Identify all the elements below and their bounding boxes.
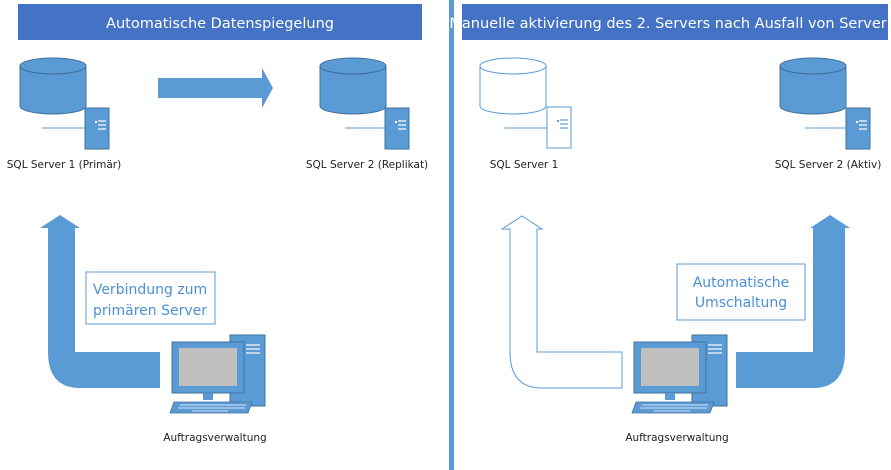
- failed-database-icon: [479, 57, 547, 115]
- server1-primary-label: SQL Server 1 (Primär): [7, 159, 121, 171]
- client-label: Auftragsverwaltung: [163, 432, 266, 444]
- switchover-note-line1: Automatische: [693, 275, 790, 291]
- client-computer-icon: [631, 334, 728, 414]
- switchover-note-line2: Umschaltung: [695, 295, 787, 311]
- server2-active-label: SQL Server 2 (Aktiv): [775, 159, 882, 171]
- client-computer-icon: [169, 334, 266, 414]
- connection-note-line2: primären Server: [93, 303, 207, 319]
- server2-replica-label: SQL Server 2 (Replikat): [306, 159, 428, 171]
- active-server-tower-icon: [845, 107, 871, 150]
- client-label: Auftragsverwaltung: [625, 432, 728, 444]
- active-database-icon: [779, 57, 847, 115]
- failed-server-tower-icon: [546, 106, 572, 149]
- server1-label: SQL Server 1: [490, 159, 559, 171]
- left-header-title: Automatische Datenspiegelung: [106, 16, 334, 32]
- connection-note-box: [85, 271, 216, 325]
- right-header-title: Manuelle aktivierung des 2. Servers nach…: [449, 16, 891, 32]
- replica-database-icon: [319, 57, 387, 115]
- connection-note-line1: Verbindung zum: [93, 282, 207, 298]
- primary-database-icon: [19, 57, 87, 115]
- right-header-bar: [462, 4, 888, 40]
- right-panel: Manuelle aktivierung des 2. Servers nach…: [449, 4, 891, 444]
- left-panel: Automatische Datenspiegelung SQL Server …: [7, 4, 428, 444]
- replica-server-tower-icon: [384, 107, 410, 150]
- connection-arrow-icon: [40, 215, 160, 388]
- primary-server-tower-icon: [84, 107, 110, 150]
- switchover-note-box: [676, 263, 806, 321]
- panel-divider: [449, 0, 454, 470]
- switchover-arrow-icon: [736, 215, 850, 388]
- inactive-connection-arrow-icon: [500, 215, 623, 389]
- left-header-bar: [18, 4, 422, 40]
- replication-arrow-icon: [158, 68, 273, 108]
